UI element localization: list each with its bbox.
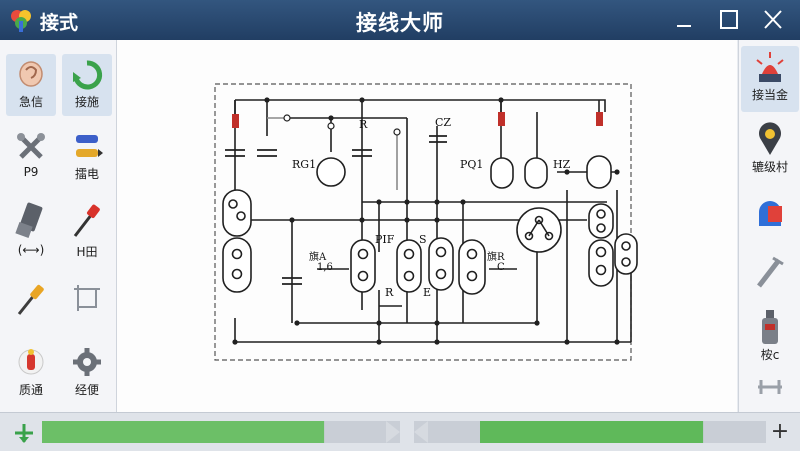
maximize-icon [720,10,738,29]
wiring-schematic [214,83,638,361]
tools-cross-icon [17,133,45,159]
label-c-right: C [497,262,505,273]
app-name[interactable]: 接式 [40,12,79,34]
magnet-icon [759,201,782,226]
label-a-left-sub: 1,6 [317,262,333,273]
label-r-top: R [359,118,368,131]
app-logo-icon [11,10,31,32]
label-a-left: 旗A [309,252,327,263]
ear-icon [19,61,43,87]
label-pif: PIF [375,233,395,246]
tool-label-4: 擂电 [74,167,99,181]
label-e: E [423,286,432,299]
plug-icon [15,202,43,239]
label-r-right: 旗R [487,252,505,263]
right-tool-button-3[interactable] [741,188,799,242]
tool-button-10[interactable]: 经便 [62,340,112,406]
location-pin-icon [759,122,781,155]
add-node-icon[interactable] [12,421,36,445]
right-tool-button-4[interactable] [741,248,799,300]
right-tool-label-5: 桉c [760,348,780,362]
cable-icon [757,256,784,288]
tool-label-9: 质通 [18,383,43,397]
badge-icon [18,349,44,375]
bottom-bar: + [0,412,800,451]
right-tool-button-5[interactable]: 桉c [741,304,799,366]
right-tool-button-1[interactable]: 接当金 [741,46,799,112]
fuse-bottle-icon [762,310,778,344]
right-tool-panel: 接当金 辘级村 桉c [738,40,800,412]
right-tool-label-1: 接当金 [751,88,788,102]
screwdriver-icon [17,284,44,315]
add-button[interactable]: + [770,419,790,444]
label-r-bottom: R [385,286,394,299]
label-s: S [419,233,427,246]
right-tool-button-2[interactable]: 辘级村 [741,118,799,182]
label-pq1: PQ1 [460,158,484,171]
tool-button-2[interactable]: 接施 [62,54,112,116]
connector-icon [758,380,782,394]
maximize-button[interactable] [714,6,744,34]
tool-button-7[interactable] [6,276,56,332]
label-hz: HZ [553,158,571,171]
right-tool-label-2: 辘级村 [751,160,788,174]
frame-icon [74,285,100,311]
label-cz: CZ [435,116,452,129]
tool-label-5: (⟷) [17,243,45,257]
label-rg1: RG1 [292,158,317,171]
minimize-icon [677,25,691,27]
tool-button-3[interactable]: P9 [6,126,56,188]
tool-button-8[interactable] [62,276,112,332]
minimize-button[interactable] [669,6,699,34]
tool-label-2: 接施 [74,95,99,109]
tool-button-1[interactable]: 急信 [6,54,56,116]
left-progress-bar[interactable] [42,421,400,443]
title-bar: 接式 接线大师 [0,0,800,40]
refresh-icon [73,60,103,90]
left-tool-panel: 急信 接施 P9 擂电 (⟷) [0,40,117,412]
tool-label-3: P9 [23,165,39,179]
right-tool-button-6[interactable] [741,370,799,406]
tool-label-1: 急信 [18,95,43,109]
markers-icon [76,135,103,157]
tool-button-4[interactable]: 擂电 [62,126,112,188]
drawing-canvas[interactable]: RG1 R CZ PQ1 HZ PIF S R E 旗A 1,6 旗R C [117,40,737,412]
tool-button-6[interactable]: H田 [62,198,112,266]
tool-label-6: H田 [76,245,98,259]
tool-label-10: 经便 [74,383,99,397]
beacon-icon [756,52,784,82]
probe-icon [73,204,100,237]
tool-button-5[interactable]: (⟷) [6,198,56,266]
right-progress-bar[interactable] [414,421,766,443]
close-icon [764,10,782,29]
tool-button-9[interactable]: 质通 [6,340,56,406]
close-button[interactable] [758,6,788,34]
gear-icon [73,348,101,376]
